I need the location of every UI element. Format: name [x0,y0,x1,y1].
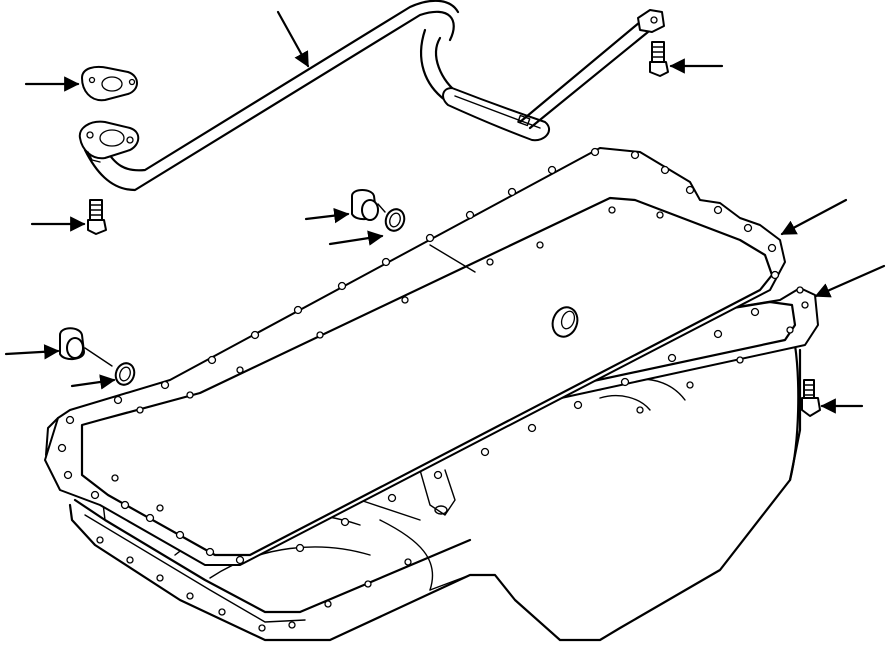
arrow-upper-washer [328,230,384,246]
bracket-bolt [649,41,669,77]
arrow-lower-washer [70,374,116,390]
flange-bolt [87,199,107,235]
upper-washer [384,208,406,232]
upper-drain-plug [351,189,386,221]
oil-level-plug [551,306,579,338]
inner-contour [599,394,651,411]
arrow-gasket [780,198,848,236]
arrow-lower-drain-plug [4,344,60,360]
arrow-suction-tube [276,10,310,68]
oil-suction-tube [78,0,551,192]
gasket-bolt-holes [57,147,780,565]
tube-gasket [81,65,138,102]
pan-bolt [801,379,821,417]
arrow-upper-drain-plug [304,207,350,224]
lower-drain-plug [59,327,113,367]
arrow-oil-pan [814,264,886,298]
pan-flange-bolt-holes [96,286,809,632]
lower-washer [114,362,136,386]
support-bracket [518,9,665,130]
leader-line [429,244,476,273]
callout-arrows [4,10,886,414]
